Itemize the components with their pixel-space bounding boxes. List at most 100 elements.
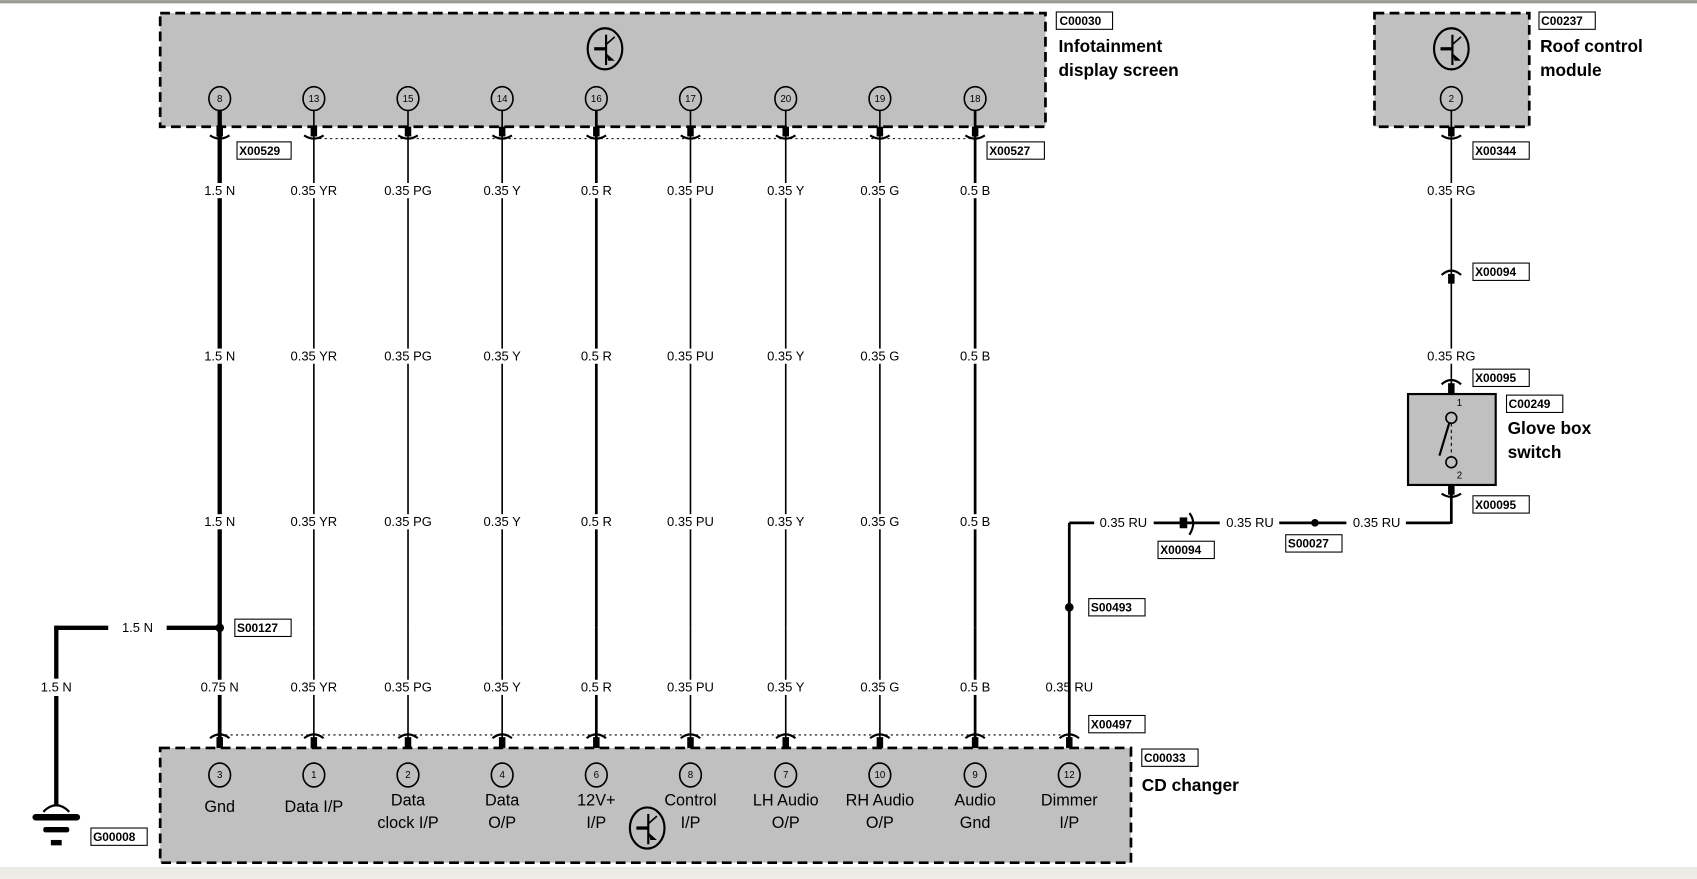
pin-circle [868,762,892,788]
label-bg [753,514,819,530]
transistor-collector [647,815,658,825]
status-bar [0,866,1697,879]
wire-label: 0.35 G [860,514,899,529]
connector-x00497: X00497 [1091,717,1132,731]
label-bg [187,514,253,530]
wire-label: 1.5 N [204,348,235,363]
label-bg [281,183,347,199]
label-bg [563,514,629,530]
wire-label: 0.35 PU [667,348,714,363]
ground-wire-v-label: 1.5 N [41,680,72,695]
infotainment-pin: 17 [685,94,696,105]
splice-dot [1311,519,1319,527]
label-bg [281,679,347,695]
label-bg [375,514,441,530]
label-bg [469,183,535,199]
connector-pin [876,126,884,137]
connector-pin [971,126,979,137]
connector-icon [491,733,513,740]
wire-label: 0.5 R [581,680,612,695]
roof-ref: C00237 [1541,14,1583,28]
infotainment-pin: 8 [217,94,222,105]
connector-icon [397,134,419,140]
connector-pin [782,737,789,748]
infotainment-pin: 18 [970,94,981,105]
wire-label: 0.35 Y [767,183,805,198]
connector-pin [593,737,600,748]
pin-function-label: RH Audio [846,791,915,809]
wire-label: 0.35 YR [291,680,338,695]
pin-circle [1057,762,1081,788]
connector-pin [498,126,506,137]
wire-label: 0.35 PU [667,183,714,198]
pin-circle [774,762,798,788]
connector-x00094: X00094 [1160,543,1201,557]
ground-icon [32,804,81,846]
wire-label: 0.35 Y [484,348,522,363]
connector-icon [303,134,325,140]
wire-label: 0.5 B [960,348,990,363]
cd-changer-pin: 7 [783,770,788,781]
connector-icon [397,733,419,740]
cd-changer-pin: 9 [972,770,977,781]
wire-label: 0.35 RG [1427,183,1475,198]
pin-function-label: 12V+ [577,791,615,809]
pin-circle [208,85,232,112]
pin-circle [208,762,232,788]
label-bg [187,348,253,364]
roof-name-1: Roof control [1540,36,1643,56]
connector-icon [964,134,986,140]
transistor-icon [1432,27,1470,71]
wire-label: 0.5 R [581,514,612,529]
connector-icon [680,733,701,740]
wire-label: 0.35 PG [384,680,432,695]
infotainment-pin: 19 [874,94,885,105]
connector-pin [216,737,223,748]
wire-label: 0.35 Y [484,680,522,695]
top-border [0,0,1697,4]
label-bg [658,348,723,364]
switch-contact-icon [1438,422,1451,457]
connector-icon [303,733,325,740]
pin-function-label: LH Audio [753,791,819,809]
pin-circle [774,85,798,112]
glove-switch-name-1: Glove box [1508,418,1592,438]
label-bg [563,348,629,364]
wire-label: 1.5 N [204,183,235,198]
connector-icon [1440,269,1462,276]
roof-name-2: module [1540,60,1602,80]
transistor-circle [628,806,666,850]
wire-label: 0.35 YR [291,183,338,198]
wire-label: 1.5 N [204,514,235,529]
infotainment-pin: 14 [497,94,508,105]
wire-label: 0.35 PU [667,514,714,529]
pin-function-label: I/P [681,814,701,832]
pin-function-label: Dimmer [1041,791,1098,809]
infotainment-name-2: display screen [1058,60,1178,80]
infotainment-pin: 16 [591,94,602,105]
wire-label: 0.75 N [201,680,239,695]
wire-label: 0.35 PU [667,680,714,695]
cd-changer-pin: 3 [217,770,222,781]
wire-label: 0.35 Y [484,514,522,529]
pin-function-label: Data [485,791,520,809]
wire-label: 0.35 PG [384,348,432,363]
dimmer-wire[interactable] [1067,521,1451,739]
pin-circle [963,762,987,788]
pin-circle [490,85,514,112]
wire-label: 0.35 RU [1226,515,1274,530]
splice-s00027: S00027 [1288,537,1329,551]
label-bg [563,183,629,199]
cd-changer-name: CD changer [1142,775,1239,795]
wire-label: 0.35 RU [1353,515,1401,530]
connector-icon [585,733,607,740]
label-bg [658,183,723,199]
connector-pin [687,737,694,748]
connector-icon [775,134,797,140]
cd-changer-ref: C00033 [1144,751,1186,765]
transistor-icon [586,27,624,71]
pin-function-label: Gnd [204,798,235,816]
connector-icon [1440,134,1462,140]
pin-function-label: O/P [866,814,894,832]
